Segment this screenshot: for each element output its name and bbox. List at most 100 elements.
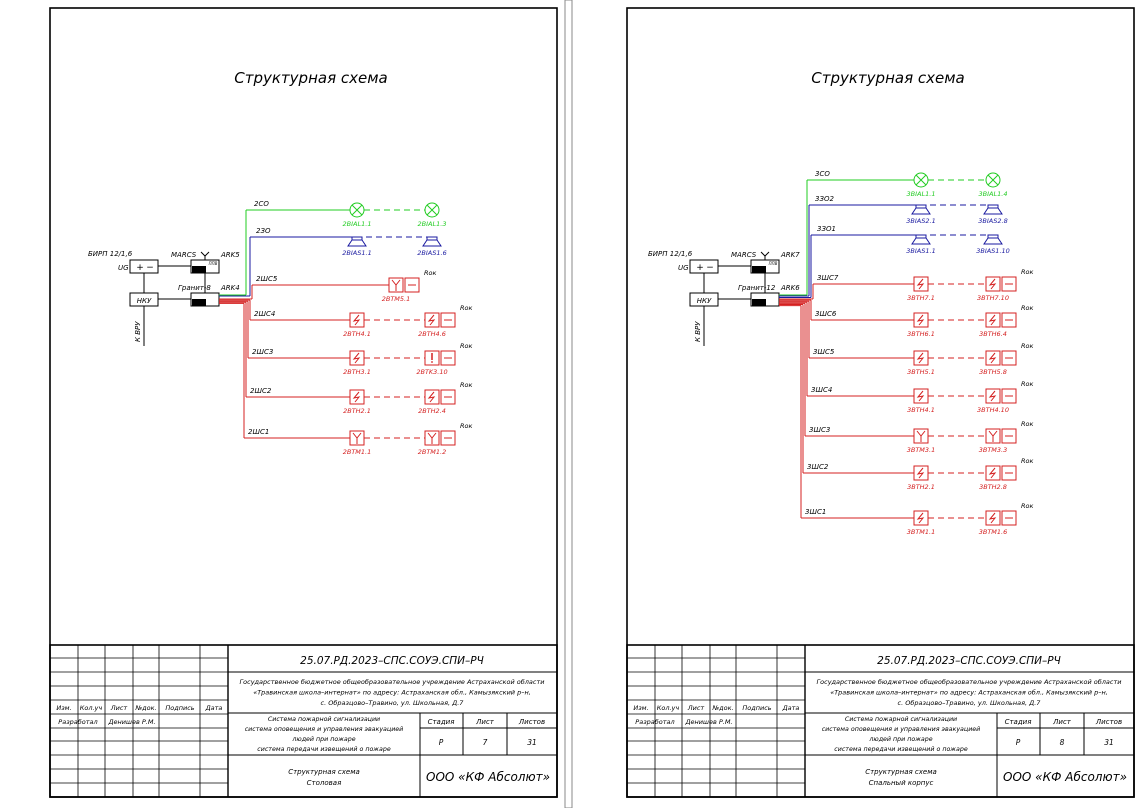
loop-label: 2ШС5: [256, 275, 278, 283]
manual-detector-icon: [424, 430, 440, 446]
end-resistor-label: Rок: [460, 342, 472, 350]
system-line: Система пожарной сигнализации: [268, 716, 380, 723]
psu-label: БИРП 12/1,6: [648, 250, 693, 258]
column-header: Кол.уч: [80, 704, 103, 712]
heat-detector-icon: [985, 312, 1001, 328]
heat-detector-icon: [349, 350, 365, 366]
device-label: 2BIAS1.1: [342, 249, 371, 257]
system-line: система оповещения и управления эвакуаци…: [245, 726, 404, 733]
loop-label: 3ШС4: [811, 386, 832, 394]
device-label: 2BTH4.6: [418, 330, 446, 338]
marcs-fill: [192, 266, 206, 273]
sheet-title-line: Спальный корпус: [869, 779, 934, 787]
marcs-label: MARCS: [731, 251, 757, 259]
end-resistor-label: Rок: [1021, 304, 1033, 312]
panel-fill: [752, 299, 766, 306]
loop-label: 2ШС4: [254, 310, 275, 318]
ug-label: UG: [118, 264, 129, 272]
stage-header: Листов: [1095, 718, 1122, 726]
manual-detector-icon: [985, 428, 1001, 444]
column-header: №док.: [711, 704, 733, 712]
loop-label: 3ШС3: [809, 426, 830, 434]
heat-detector-icon: [985, 388, 1001, 404]
heat-detector-icon: [913, 350, 929, 366]
organization-line: с. Образцово–Травино, ул. Школьная, Д.7: [898, 699, 1042, 707]
ug-label: UG: [678, 264, 689, 272]
line-label: 3ЗО1: [817, 225, 836, 233]
document-code: 25.07.РД.2023–СПС.СОУЭ.СПИ–РЧ: [300, 655, 484, 667]
device-label: 3BIAS1.10: [976, 247, 1010, 255]
system-line: система передачи извещений о пожаре: [834, 746, 968, 753]
heat-detector-icon: [913, 510, 929, 526]
sheet-heading: Структурная схема: [234, 69, 387, 87]
device-label: 2BIAL1.1: [343, 220, 372, 228]
column-header: Лист: [687, 704, 705, 712]
speaker-icon: [911, 204, 931, 215]
marcs-ark-label: ARK7: [780, 251, 800, 259]
sheet-title-line: Столовая: [307, 779, 342, 787]
end-resistor-label: Rок: [460, 381, 472, 389]
system-line: система оповещения и управления эвакуаци…: [822, 726, 981, 733]
max-detector-icon: [424, 350, 440, 366]
light-signal-icon: [424, 202, 440, 218]
developer-role: Разработал: [635, 718, 674, 726]
stage-header: Лист: [475, 718, 495, 726]
device-label: 2BTM5.1: [382, 295, 411, 303]
device-label: 3BTH4.1: [907, 406, 935, 414]
heat-detector-icon: [913, 388, 929, 404]
column-header: Дата: [205, 704, 223, 712]
heat-detector-icon: [913, 465, 929, 481]
manual-detector-icon: [913, 428, 929, 444]
device-label: 2BTH2.1: [343, 407, 371, 415]
column-header: Изм.: [56, 704, 71, 712]
manual-detector-icon: [388, 277, 404, 293]
loop-label: 3ШС5: [813, 348, 835, 356]
psu-minus: −: [146, 263, 154, 273]
speaker-line: 3ЗО1 3BIAS1.1 3BIAS1.10: [779, 225, 1010, 298]
device-label: 2BTK3.10: [416, 368, 447, 376]
heat-detector-icon: [985, 510, 1001, 526]
speaker-icon: [347, 236, 367, 247]
stage-header: Листов: [518, 718, 545, 726]
end-resistor-label: Rок: [1021, 380, 1033, 388]
device-label: 3BIAL1.1: [907, 190, 936, 198]
vru-label: К ВРУ: [694, 321, 702, 342]
line-label: 2ЗО: [256, 227, 271, 235]
device-label: 3BTH6.4: [979, 330, 1007, 338]
end-resistor-label: Rок: [1021, 342, 1033, 350]
line-label: 3ЗО2: [815, 195, 834, 203]
loop-label: 3ШС2: [807, 463, 829, 471]
device-label: 3BTH7.1: [907, 294, 935, 302]
antenna-icon: [200, 251, 210, 260]
page-separator: [564, 0, 573, 808]
device-label: 3BTM1.6: [979, 528, 1008, 536]
heat-detector-icon: [913, 312, 929, 328]
sheet-title-line: Структурная схема: [865, 768, 937, 776]
marcs-ark-label: ARK5: [220, 251, 240, 259]
column-header: Подпись: [742, 704, 771, 712]
device-label: 3BIAS1.1: [906, 247, 935, 255]
end-resistor-icon: [440, 430, 456, 446]
end-resistor-icon: [1001, 276, 1017, 292]
stage-value: 7: [483, 738, 488, 747]
vru-label: К ВРУ: [134, 321, 142, 342]
device-label: 2BTH2.4: [418, 407, 446, 415]
speaker-icon: [911, 234, 931, 245]
device-label: 3BTM3.1: [907, 446, 936, 454]
light-signal-icon: [349, 202, 365, 218]
column-header: Подпись: [165, 704, 194, 712]
device-label: 3BTH2.8: [979, 483, 1007, 491]
device-label: 2BIAS1.6: [417, 249, 446, 257]
